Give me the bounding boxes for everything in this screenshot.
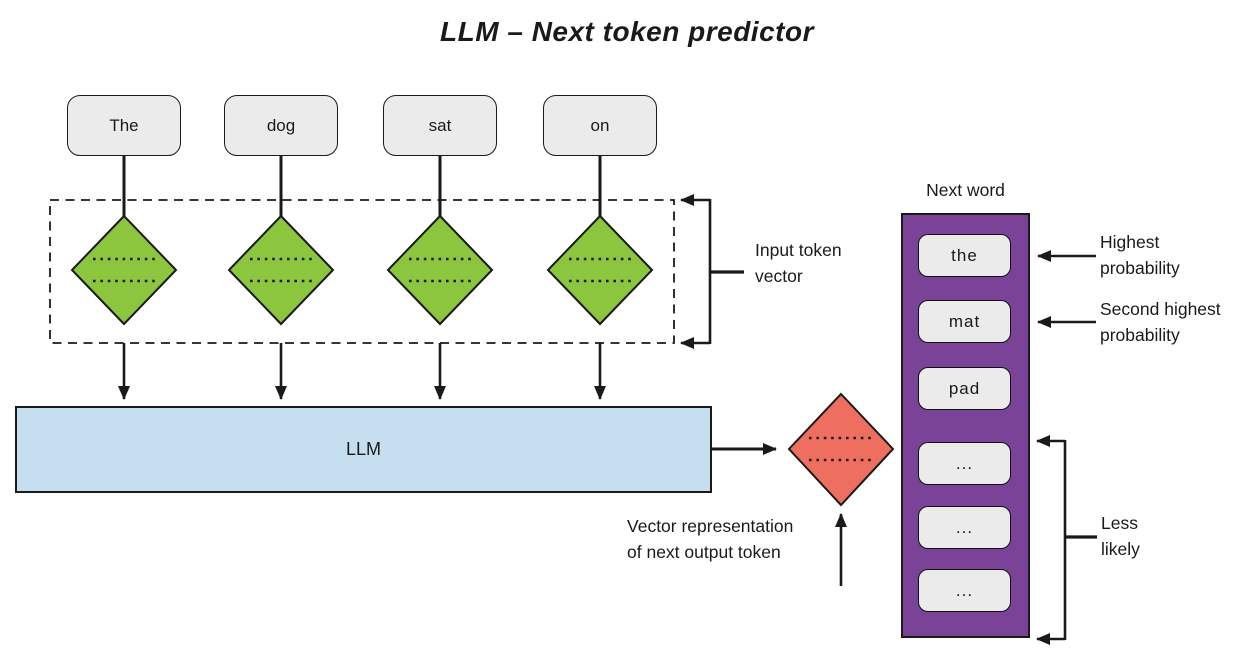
input-token-box-4: on — [543, 95, 657, 156]
embedding-diamond-3 — [386, 214, 494, 326]
embedding-diamond-4 — [546, 214, 654, 326]
output-vector-dots — [809, 436, 873, 462]
next-word-panel: the mat pad ... ... ... — [901, 213, 1030, 638]
embedding-diamond-2 — [227, 214, 335, 326]
second-highest-probability-label: Second highest probability — [1100, 299, 1221, 345]
next-word-item-1: the — [918, 234, 1011, 277]
less-likely-label: Less likely — [1101, 513, 1140, 559]
output-vector-diamond — [787, 392, 895, 507]
input-vector-bracket — [680, 194, 744, 349]
token-connector-lines — [122, 156, 602, 218]
less-likely-bracket — [1036, 435, 1097, 645]
diagram-title: LLM – Next token predictor — [440, 16, 814, 47]
next-word-item-2: mat — [918, 300, 1011, 343]
next-word-item-5: ... — [918, 506, 1011, 549]
llm-box: LLM — [15, 406, 712, 493]
input-token-vector-label: Input token vector — [755, 240, 842, 286]
input-token-box-3: sat — [383, 95, 497, 156]
next-word-item-6: ... — [918, 569, 1011, 612]
next-word-item-3: pad — [918, 367, 1011, 410]
highest-probability-label: Highest probability — [1100, 232, 1180, 278]
next-word-label: Next word — [926, 180, 1005, 200]
vector-representation-label: Vector representation of next output tok… — [627, 516, 794, 562]
embedding-dots — [93, 257, 632, 283]
embedding-diamond-1 — [70, 214, 178, 326]
next-word-item-4: ... — [918, 442, 1011, 485]
input-token-box-1: The — [67, 95, 181, 156]
input-token-box-2: dog — [224, 95, 338, 156]
input-vector-dashed-box — [49, 199, 675, 344]
embedding-to-llm-arrows — [118, 343, 606, 400]
